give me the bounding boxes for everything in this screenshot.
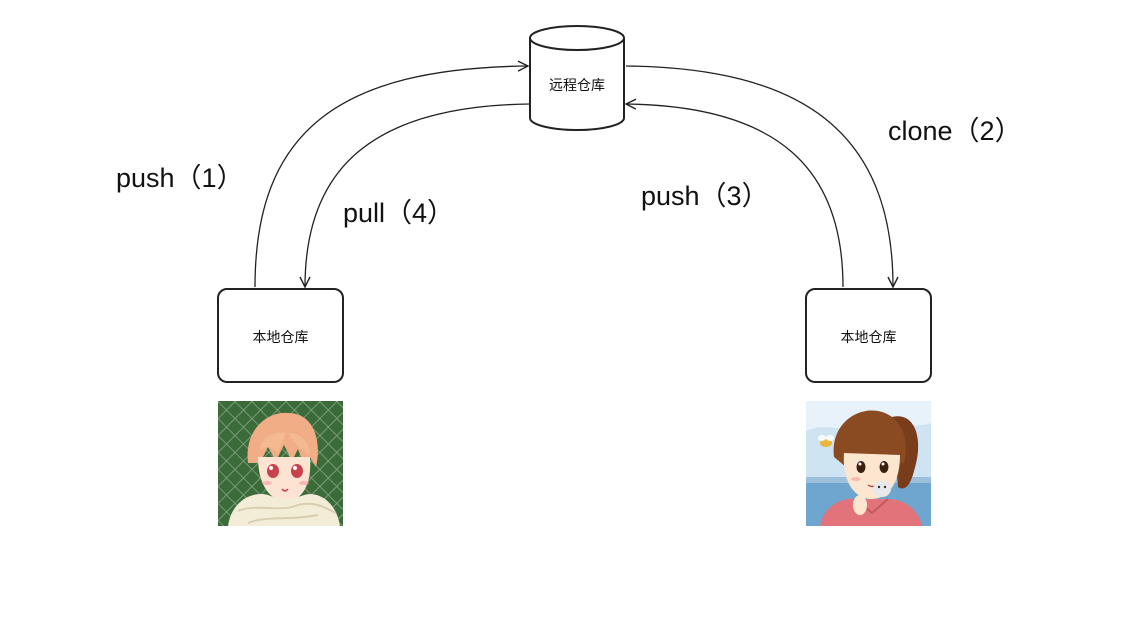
push3-label: push（3） <box>641 181 769 211</box>
remote-repo-label: 远程仓库 <box>549 78 605 94</box>
clone2-arrow <box>625 65 893 287</box>
push1-arrow <box>254 66 528 288</box>
push1-label: push（1） <box>116 163 244 193</box>
pull4-label: pull（4） <box>343 198 454 228</box>
local-repo-left-node: 本地仓库 <box>217 288 344 383</box>
local-repo-left-label: 本地仓库 <box>253 330 309 346</box>
anime-girl-avatar-icon <box>806 401 931 526</box>
local-repo-right-label: 本地仓库 <box>841 330 897 346</box>
local-repo-right-node: 本地仓库 <box>805 288 932 383</box>
pull4-arrow <box>305 103 531 287</box>
remote-repo-node: 远程仓库 <box>529 25 625 131</box>
push3-arrow <box>626 104 844 288</box>
anime-boy-avatar-icon <box>218 401 343 526</box>
clone2-label: clone（2） <box>888 116 1022 146</box>
